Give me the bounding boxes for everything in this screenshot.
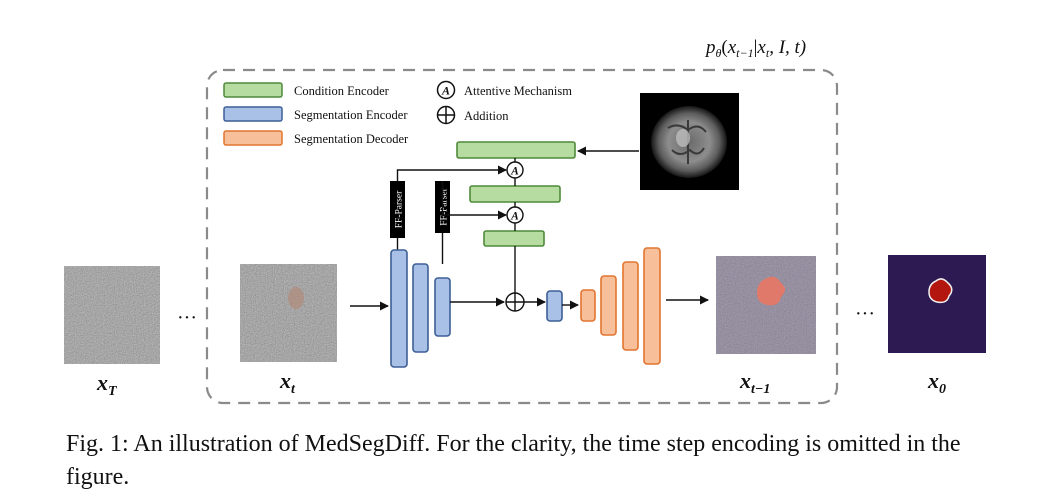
ff-parser-label-right: FF-Parser	[440, 187, 450, 225]
label-x-t-minus-1: xt−1	[739, 368, 770, 397]
image-x-t-noisy	[240, 264, 337, 362]
condition-encoder-block-bottom	[483, 230, 545, 247]
legend-segmentation-encoder-swatch	[223, 106, 283, 122]
segmentation-encoder-block-2	[412, 263, 429, 353]
legend-condition-encoder-swatch	[223, 82, 283, 98]
image-x-0-mask	[888, 255, 986, 353]
attentive-mechanism-icon	[436, 80, 456, 100]
diffusion-step-frame	[205, 68, 839, 405]
condition-encoder-block-mid	[469, 185, 561, 203]
segmentation-decoder-block-3	[622, 261, 639, 351]
segmentation-encoder-block-3	[434, 277, 451, 337]
segmentation-decoder-block-2	[600, 275, 617, 336]
segmentation-decoder-block-4	[643, 247, 661, 365]
condition-encoder-block-top	[456, 141, 576, 159]
legend: Condition Encoder Segmentation Encoder S…	[223, 80, 572, 146]
ellipsis-right: ···	[855, 303, 875, 325]
addition-node	[505, 292, 525, 312]
legend-condition-encoder-label: Condition Encoder	[294, 84, 390, 98]
legend-segmentation-decoder-swatch	[223, 130, 283, 146]
ff-parser-connectors	[396, 165, 507, 264]
segmentation-encoder-block-1	[390, 249, 408, 368]
attentive-node-upper-letter: A	[510, 166, 519, 178]
attentive-node-lower-letter: A	[510, 211, 519, 223]
legend-segmentation-decoder-label: Segmentation Decoder	[294, 132, 409, 146]
image-x-T-noise	[64, 266, 160, 364]
ellipsis-left: ···	[177, 307, 197, 329]
ff-parser-label-left: FF-Parser	[395, 190, 405, 228]
legend-attentive-mechanism-label: Attentive Mechanism	[464, 84, 572, 98]
conditional-probability-formula: pθ(xt−1|xt, I, t)	[704, 37, 806, 60]
label-x-0: x0	[927, 368, 946, 397]
label-x-T: xT	[96, 370, 118, 399]
legend-segmentation-encoder-label: Segmentation Encoder	[294, 108, 408, 122]
segmentation-decoder-block-1	[580, 289, 596, 322]
image-x-t-minus-1	[716, 256, 816, 354]
bottleneck-block	[546, 290, 563, 322]
figure-caption: Fig. 1: An illustration of MedSegDiff. F…	[66, 431, 961, 490]
label-x-t: xt	[279, 368, 296, 397]
legend-addition-label: Addition	[464, 109, 509, 123]
ff-parser-block-left: FF-Parser	[390, 181, 405, 238]
mri-condition-image	[640, 93, 739, 190]
attentive-mechanism-icon-letter: A	[441, 84, 450, 98]
